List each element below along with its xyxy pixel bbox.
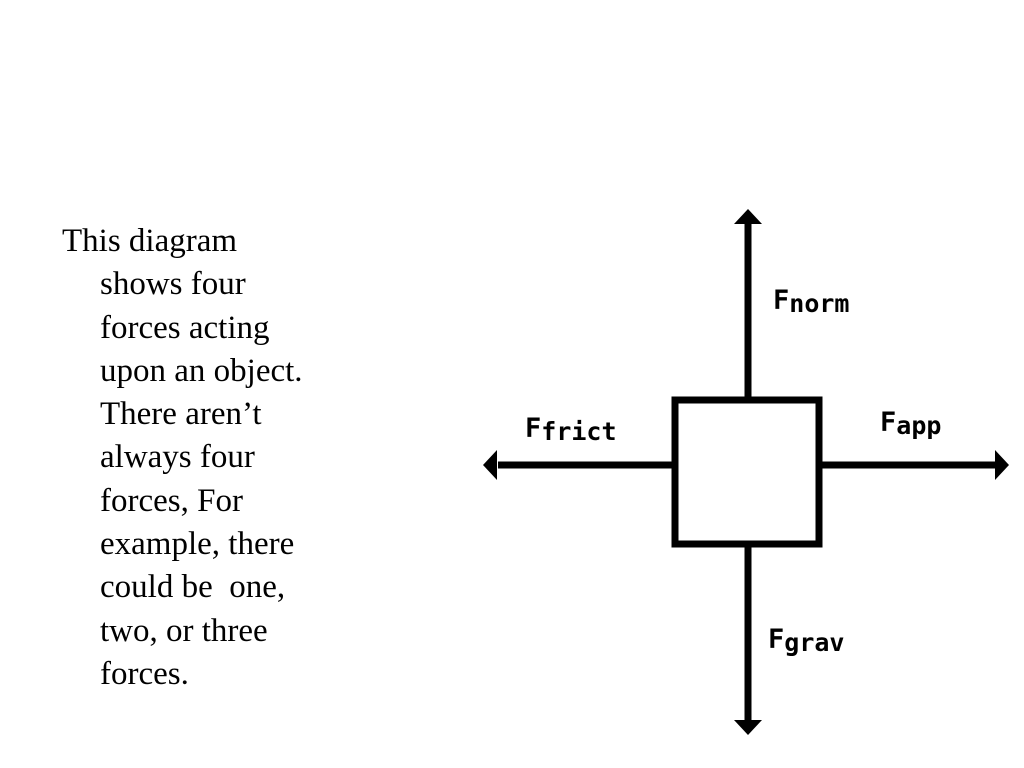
caption-line: example, there — [100, 526, 295, 563]
caption-line: two, or three — [100, 612, 268, 649]
caption-line: upon an object. — [100, 352, 303, 389]
applied-force-label: Fapp — [880, 407, 941, 440]
object-box — [671, 396, 823, 548]
caption-line: always four — [100, 439, 255, 476]
caption-line: could be one, — [100, 569, 286, 606]
gravity-force-label: Fgrav — [768, 624, 844, 657]
normal-force-label: Fnorm — [773, 285, 849, 318]
friction-force-label: Ffrict — [525, 413, 617, 446]
caption-line: This diagram — [62, 223, 238, 259]
down-arrowhead-icon — [734, 720, 762, 735]
caption-line: shows four — [100, 266, 246, 303]
caption-line: There aren’t — [100, 396, 262, 433]
caption-line: forces acting — [100, 309, 270, 346]
up-arrowhead-icon — [734, 209, 762, 224]
caption-text: This diagram shows four forces acting up… — [62, 220, 382, 696]
caption-line: forces, For — [100, 482, 243, 519]
caption-line: forces. — [100, 655, 189, 692]
left-arrowhead-icon — [483, 450, 497, 480]
right-arrowhead-icon — [995, 450, 1009, 480]
